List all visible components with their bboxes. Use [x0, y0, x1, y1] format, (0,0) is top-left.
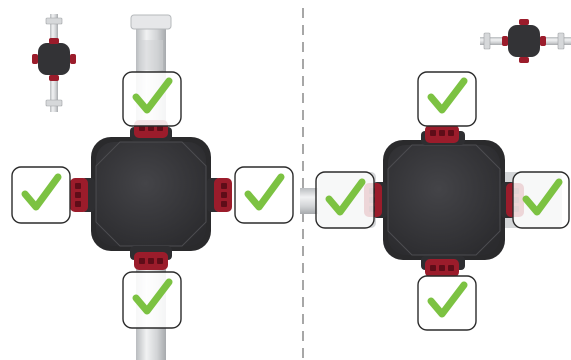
connector-bottom-left-panel: [134, 252, 168, 270]
pump-body-right: [373, 131, 515, 270]
right-panel: [300, 19, 571, 331]
check-card-left-right: [315, 171, 375, 229]
orientation-thumbnail-vertical: [32, 14, 76, 112]
orientation-thumbnail-horizontal: [480, 19, 571, 63]
check-card-bottom-right: [417, 275, 477, 331]
left-panel: [11, 14, 294, 360]
checkmark-icon: [21, 173, 62, 211]
connector-top-right-panel: [425, 125, 459, 143]
checkmark-icon: [427, 281, 468, 318]
check-card-right-right: [512, 171, 570, 229]
checkmark-icon: [244, 173, 285, 211]
check-card-bottom-left: [122, 271, 182, 329]
connector-bottom-right-panel: [425, 259, 459, 277]
check-card-left-left: [11, 166, 71, 224]
pump-body-left: [81, 127, 221, 260]
connector-left-left-panel: [70, 178, 88, 212]
check-card-right-left: [234, 166, 294, 224]
check-card-top-left: [122, 71, 182, 127]
checkmark-icon: [325, 178, 366, 216]
connector-right-left-panel: [214, 178, 232, 212]
checkmark-icon: [132, 77, 173, 114]
checkmark-icon: [522, 178, 563, 216]
checkmark-icon: [132, 278, 173, 315]
checkmark-icon: [427, 77, 468, 114]
check-card-top-right: [417, 71, 477, 127]
